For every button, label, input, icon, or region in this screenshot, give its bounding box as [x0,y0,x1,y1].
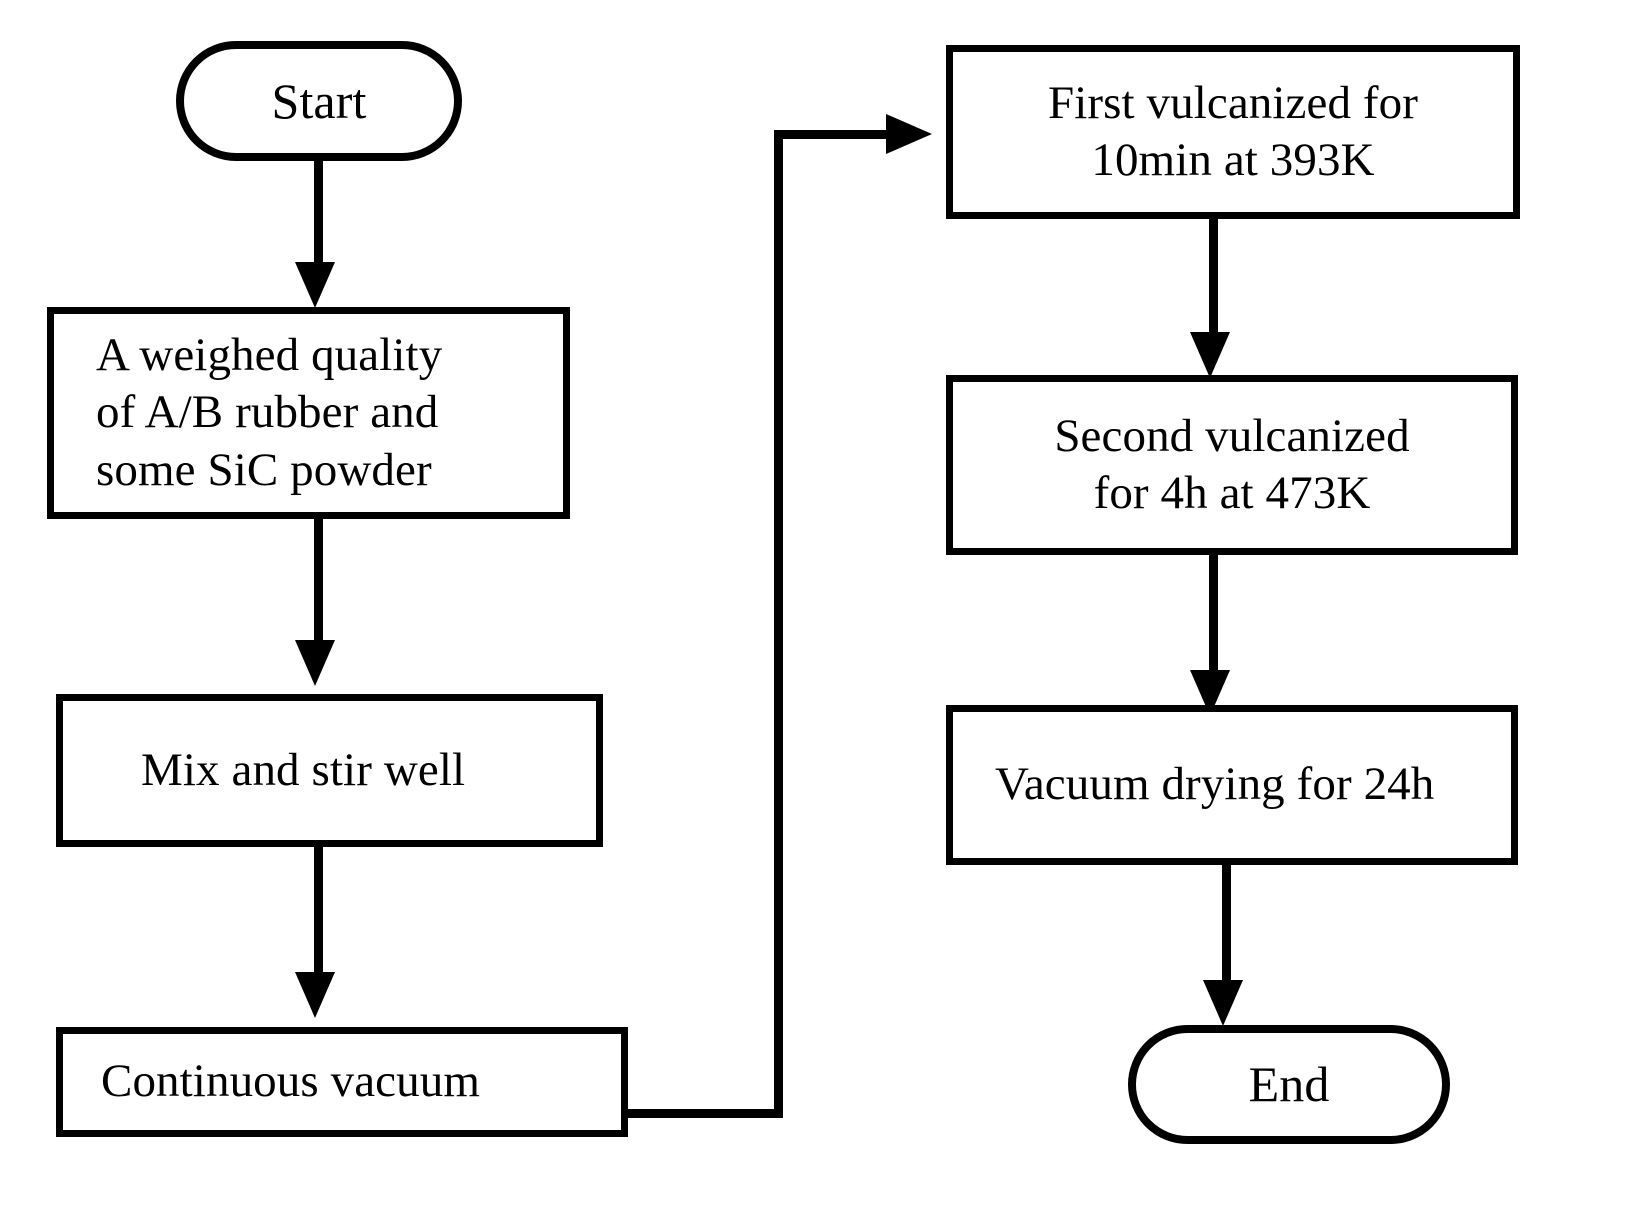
node-start[interactable]: Start [176,41,462,161]
node-materials-label: A weighed quality of A/B rubber and some… [96,329,443,496]
connector-mix-to-vacuum-line [314,843,323,975]
arrowhead-down-icon-mix [295,640,335,686]
node-materials[interactable]: A weighed quality of A/B rubber and some… [47,307,570,519]
node-second-vulcanized[interactable]: Second vulcanized for 4h at 473K [946,375,1518,555]
node-second-vulcanized-label: Second vulcanized for 4h at 473K [1054,409,1410,519]
arrowhead-down-icon-second [1190,332,1230,378]
connector-vacuum-to-first-segment-h-top [774,130,889,139]
node-mix-label: Mix and stir well [141,743,466,796]
node-mix[interactable]: Mix and stir well [56,694,603,847]
connector-first-to-second-line [1209,215,1218,335]
node-start-label: Start [271,72,367,129]
connector-vacuum-to-first-segment-v [774,130,783,1113]
node-end[interactable]: End [1128,1025,1450,1144]
connector-start-to-materials-line [314,155,323,265]
arrowhead-right-icon-first-vulcanized [886,114,932,154]
arrowhead-down-icon-vacuum [295,972,335,1018]
connector-drying-to-end-line [1222,861,1231,983]
connector-materials-to-mix-line [314,515,323,643]
arrowhead-down-icon-materials [295,262,335,308]
node-vacuum-drying[interactable]: Vacuum drying for 24h [946,705,1518,865]
node-continuous-vacuum-label: Continuous vacuum [101,1055,480,1108]
node-continuous-vacuum[interactable]: Continuous vacuum [56,1027,628,1137]
connector-second-to-drying-line [1209,551,1218,673]
arrowhead-down-icon-end [1203,980,1243,1026]
node-end-label: End [1248,1056,1330,1112]
connector-vacuum-to-first-segment-h-bottom [624,1109,783,1118]
node-first-vulcanized-label: First vulcanized for 10min at 393K [1047,76,1419,186]
node-vacuum-drying-label: Vacuum drying for 24h [995,758,1435,811]
node-first-vulcanized[interactable]: First vulcanized for 10min at 393K [946,45,1520,219]
